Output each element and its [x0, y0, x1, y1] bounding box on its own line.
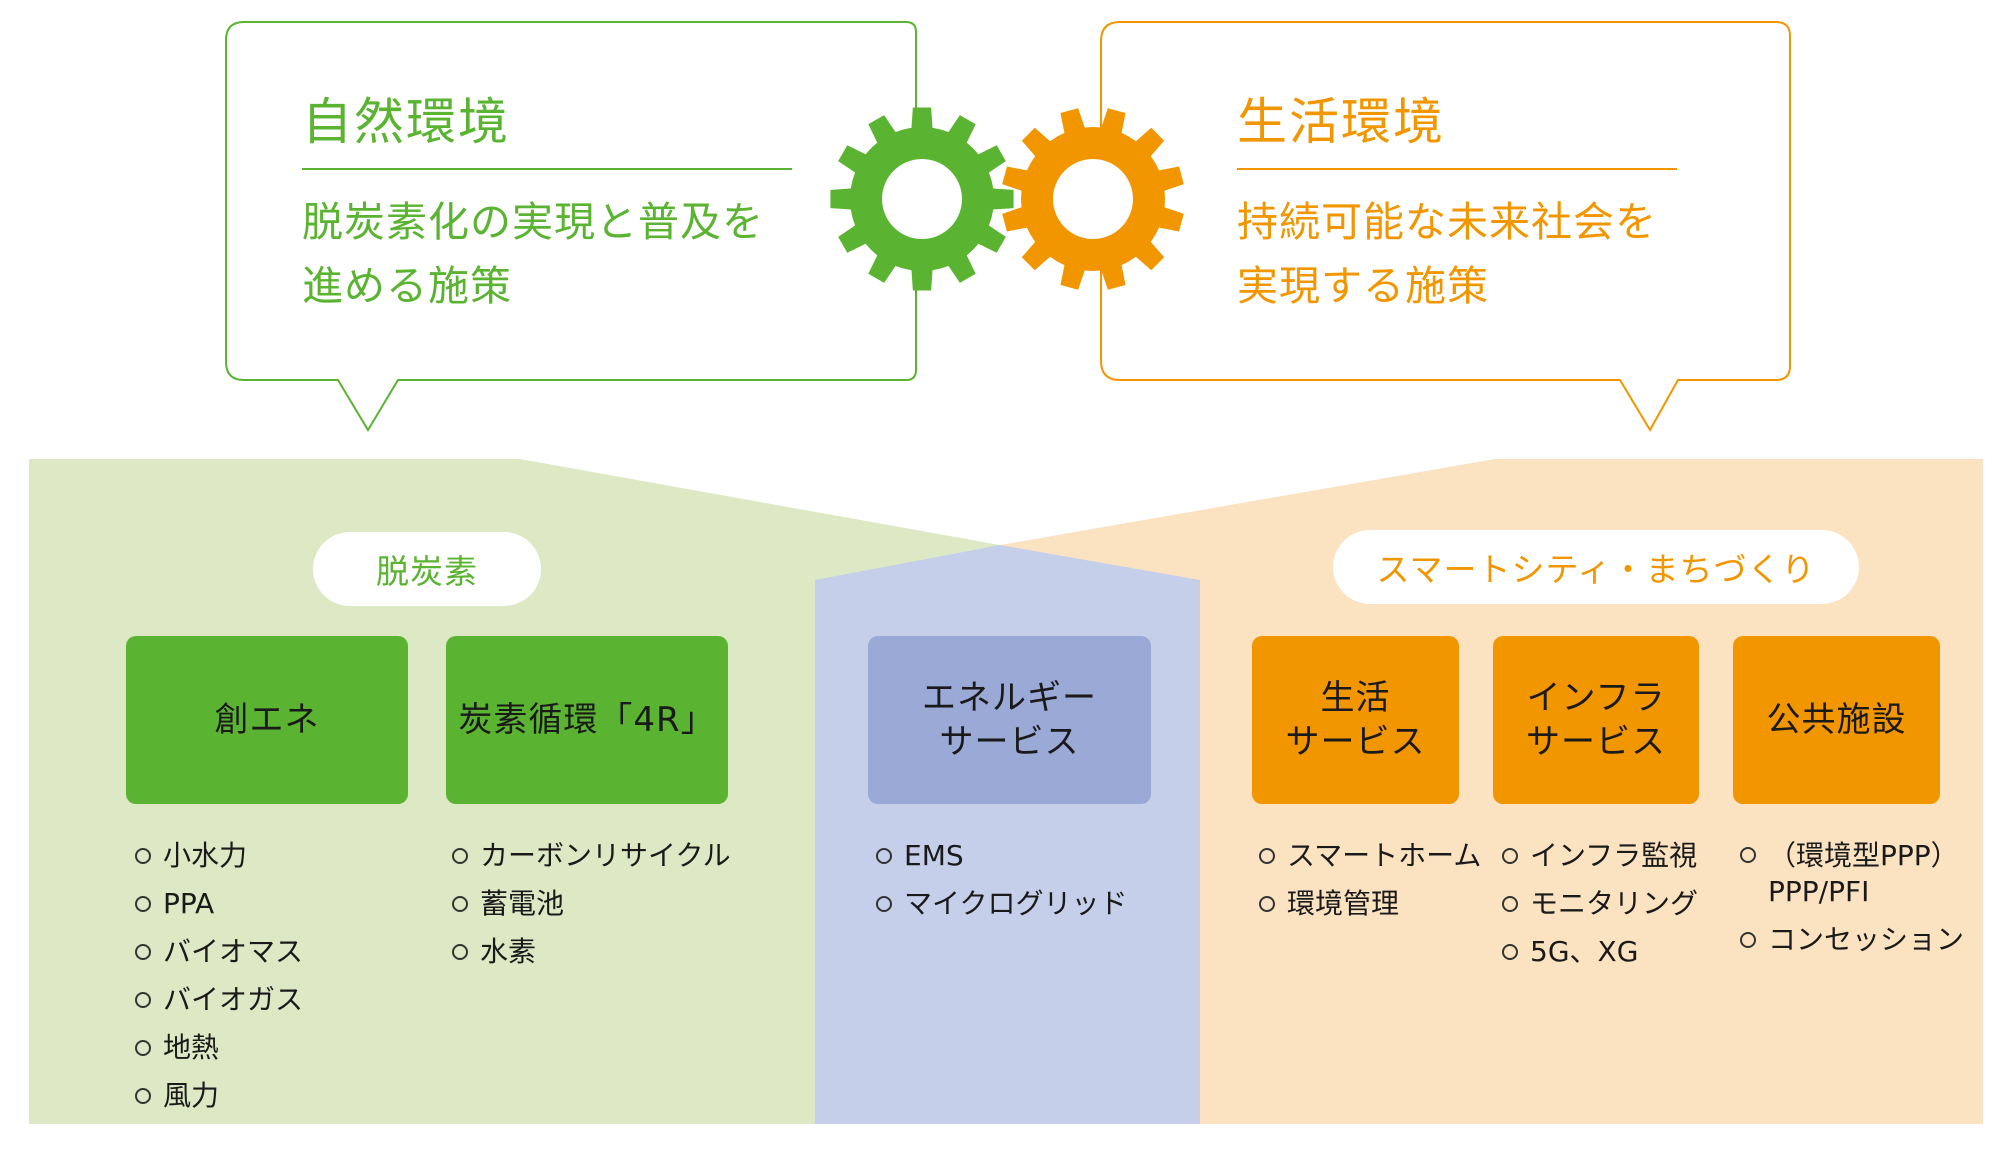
circle-bullet-icon [1740, 932, 1756, 948]
circle-bullet-icon [135, 1088, 151, 1104]
gear-icon-orange [1002, 108, 1184, 290]
list-item: カーボンリサイクル [452, 832, 731, 880]
right-speech-bubble [1100, 21, 1791, 432]
right-bubble-description: 持続可能な未来社会を 実現する施策 [1237, 190, 1657, 318]
list-item: 蓄電池 [452, 880, 731, 928]
box-public-facility: 公共施設 [1733, 636, 1940, 804]
list-infra-service: インフラ監視 モニタリング 5G、XG [1502, 832, 1698, 976]
box-carbon-cycle: 炭素循環「4R」 [446, 636, 728, 804]
list-item: モニタリング [1502, 880, 1698, 928]
left-bubble-desc-line: 脱炭素化の実現と普及を [302, 198, 764, 246]
box-label: エネルギー [922, 678, 1097, 718]
box-label: 炭素循環「4R」 [458, 700, 716, 740]
box-life-service: 生活 サービス [1252, 636, 1459, 804]
list-item: 地熱 [135, 1024, 303, 1072]
box-energy-service: エネルギー サービス [868, 636, 1151, 804]
circle-bullet-icon [135, 992, 151, 1008]
orange-panel [1000, 459, 1983, 1124]
circle-bullet-icon [452, 848, 468, 864]
list-item: （環境型PPP） PPP/PFI [1740, 832, 1964, 916]
circle-bullet-icon [1502, 896, 1518, 912]
right-bubble-desc-line: 持続可能な未来社会を [1237, 198, 1657, 246]
circle-bullet-icon [452, 896, 468, 912]
list-energy-service: EMS マイクログリッド [876, 832, 1127, 928]
right-bubble-desc-line: 実現する施策 [1237, 262, 1489, 310]
box-label: 生活 [1320, 678, 1391, 718]
circle-bullet-icon [876, 896, 892, 912]
circle-bullet-icon [1259, 848, 1275, 864]
box-label: サービス [1285, 722, 1426, 762]
box-infra-service: インフラ サービス [1493, 636, 1699, 804]
list-item: PPA [135, 880, 303, 928]
list-item: 環境管理 [1259, 880, 1481, 928]
list-item: 5G、XG [1502, 928, 1698, 976]
list-item: インフラ監視 [1502, 832, 1698, 880]
list-item: 水素 [452, 928, 731, 976]
left-bubble-divider [302, 168, 792, 170]
circle-bullet-icon [1502, 944, 1518, 960]
circle-bullet-icon [452, 944, 468, 960]
list-item: バイオマス [135, 928, 303, 976]
box-energy-creation: 創エネ [126, 636, 408, 804]
circle-bullet-icon [876, 848, 892, 864]
circle-bullet-icon [135, 1040, 151, 1056]
box-label: サービス [1526, 722, 1666, 762]
left-bubble-title: 自然環境 [302, 93, 510, 151]
box-label: インフラ [1526, 678, 1666, 718]
pill-smart-city: スマートシティ・まちづくり [1333, 530, 1859, 604]
circle-bullet-icon [1740, 847, 1756, 863]
list-life-service: スマートホーム 環境管理 [1259, 832, 1481, 928]
circle-bullet-icon [1259, 896, 1275, 912]
circle-bullet-icon [135, 944, 151, 960]
right-bubble-title: 生活環境 [1237, 93, 1445, 151]
list-item: スマートホーム [1259, 832, 1481, 880]
circle-bullet-icon [1502, 848, 1518, 864]
list-item: マイクログリッド [876, 880, 1127, 928]
left-bubble-desc-line: 進める施策 [302, 262, 512, 310]
right-bubble-divider [1237, 168, 1677, 170]
left-speech-bubble [225, 21, 917, 432]
circle-bullet-icon [135, 896, 151, 912]
list-item: 小水力 [135, 832, 303, 880]
box-label: サービス [939, 722, 1080, 762]
list-carbon-cycle: カーボンリサイクル 蓄電池 水素 [452, 832, 731, 976]
list-item: EMS [876, 832, 1127, 880]
circle-bullet-icon [135, 848, 151, 864]
pill-decarbonization: 脱炭素 [313, 532, 541, 606]
box-label: 創エネ [214, 700, 320, 740]
list-energy-creation: 小水力 PPA バイオマス バイオガス 地熱 風力 [135, 832, 303, 1120]
list-item: 風力 [135, 1072, 303, 1120]
list-public-facility: （環境型PPP） PPP/PFI コンセッション [1740, 832, 1964, 964]
list-item: コンセッション [1740, 916, 1964, 964]
list-item: バイオガス [135, 976, 303, 1024]
gear-icon-green [830, 107, 1014, 291]
box-label: 公共施設 [1766, 700, 1907, 740]
left-bubble-description: 脱炭素化の実現と普及を 進める施策 [302, 190, 764, 318]
